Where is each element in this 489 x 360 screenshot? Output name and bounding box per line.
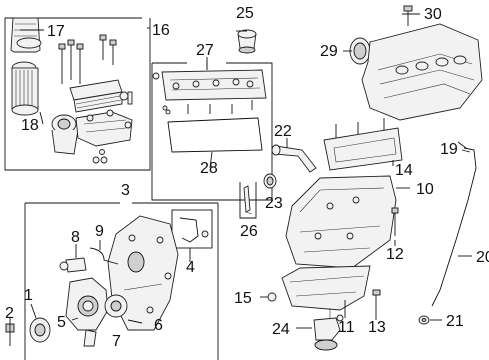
dipstick-tube-26: [239, 182, 257, 219]
oil-pump-24: [313, 308, 344, 351]
callout-26: 26: [240, 223, 258, 240]
callout-19: 19: [440, 141, 458, 158]
callout-7: 7: [112, 333, 121, 350]
intake-manifold-29: [349, 23, 483, 121]
callout-3: 3: [121, 182, 130, 199]
callout-8: 8: [71, 229, 80, 246]
oil-fill-cap-25: [237, 29, 257, 54]
housing-bolts: [58, 34, 117, 84]
callout-21: 21: [446, 313, 464, 330]
callout-18: 18: [21, 117, 39, 134]
callout-29: 29: [320, 43, 338, 60]
callout-2: 2: [5, 305, 14, 322]
callout-12: 12: [386, 246, 404, 263]
timing-cover-gasket-4: [171, 209, 213, 249]
oil-pan-lower-11: [281, 265, 371, 311]
oil-filter-element-18: [11, 61, 39, 116]
bolt-13: [372, 289, 381, 316]
callout-27: 27: [196, 42, 214, 59]
callout-20: 20: [476, 249, 489, 266]
water-pump-5: [65, 277, 109, 347]
callout-24: 24: [272, 321, 290, 338]
oil-pan-upper-10: [285, 175, 397, 269]
callout-5: 5: [57, 314, 66, 331]
valve-cover-gasket-28: [167, 117, 263, 169]
callout-11: 11: [338, 319, 355, 336]
oil-cooler: [69, 79, 129, 113]
callout-10: 10: [416, 181, 434, 198]
bolt-12: [391, 207, 399, 236]
callout-22: 22: [274, 123, 292, 140]
gasket-14: [323, 118, 403, 171]
fitting-8: [59, 257, 87, 273]
callout-30: 30: [424, 6, 442, 23]
filter-cap-17: [10, 17, 42, 53]
callout-25: 25: [236, 5, 254, 22]
dipstick-19-20: [431, 147, 477, 307]
callout-14: 14: [395, 162, 413, 179]
callout-13: 13: [368, 319, 386, 336]
drain-plug-15: [267, 292, 277, 302]
callout-28: 28: [200, 160, 218, 177]
oil-pickup-tube-22: [271, 144, 317, 173]
valve-cover: [152, 69, 267, 101]
callout-23: 23: [265, 195, 283, 212]
group-3-box: [24, 202, 219, 360]
washer-21: [418, 315, 430, 325]
idler-pulley-6: [104, 294, 128, 318]
valve-cover-bolts: [162, 100, 253, 115]
callout-4: 4: [186, 259, 195, 276]
callout-15: 15: [234, 290, 252, 307]
callout-16: 16: [152, 22, 170, 39]
crank-damper-1: [29, 317, 51, 343]
callout-labels: 1 2 3 4 5 6 7 8 9 10 11 12 13 14 15 16 1…: [5, 5, 489, 350]
oil-filter-housing: [51, 91, 133, 164]
callout-6: 6: [154, 317, 163, 334]
o-ring-23: [263, 173, 277, 189]
callout-1: 1: [24, 287, 33, 304]
seal-9: [89, 247, 119, 265]
callout-9: 9: [95, 223, 104, 240]
bolt-30: [403, 5, 413, 26]
leader-lines: [9, 13, 472, 332]
callout-17: 17: [47, 23, 65, 40]
